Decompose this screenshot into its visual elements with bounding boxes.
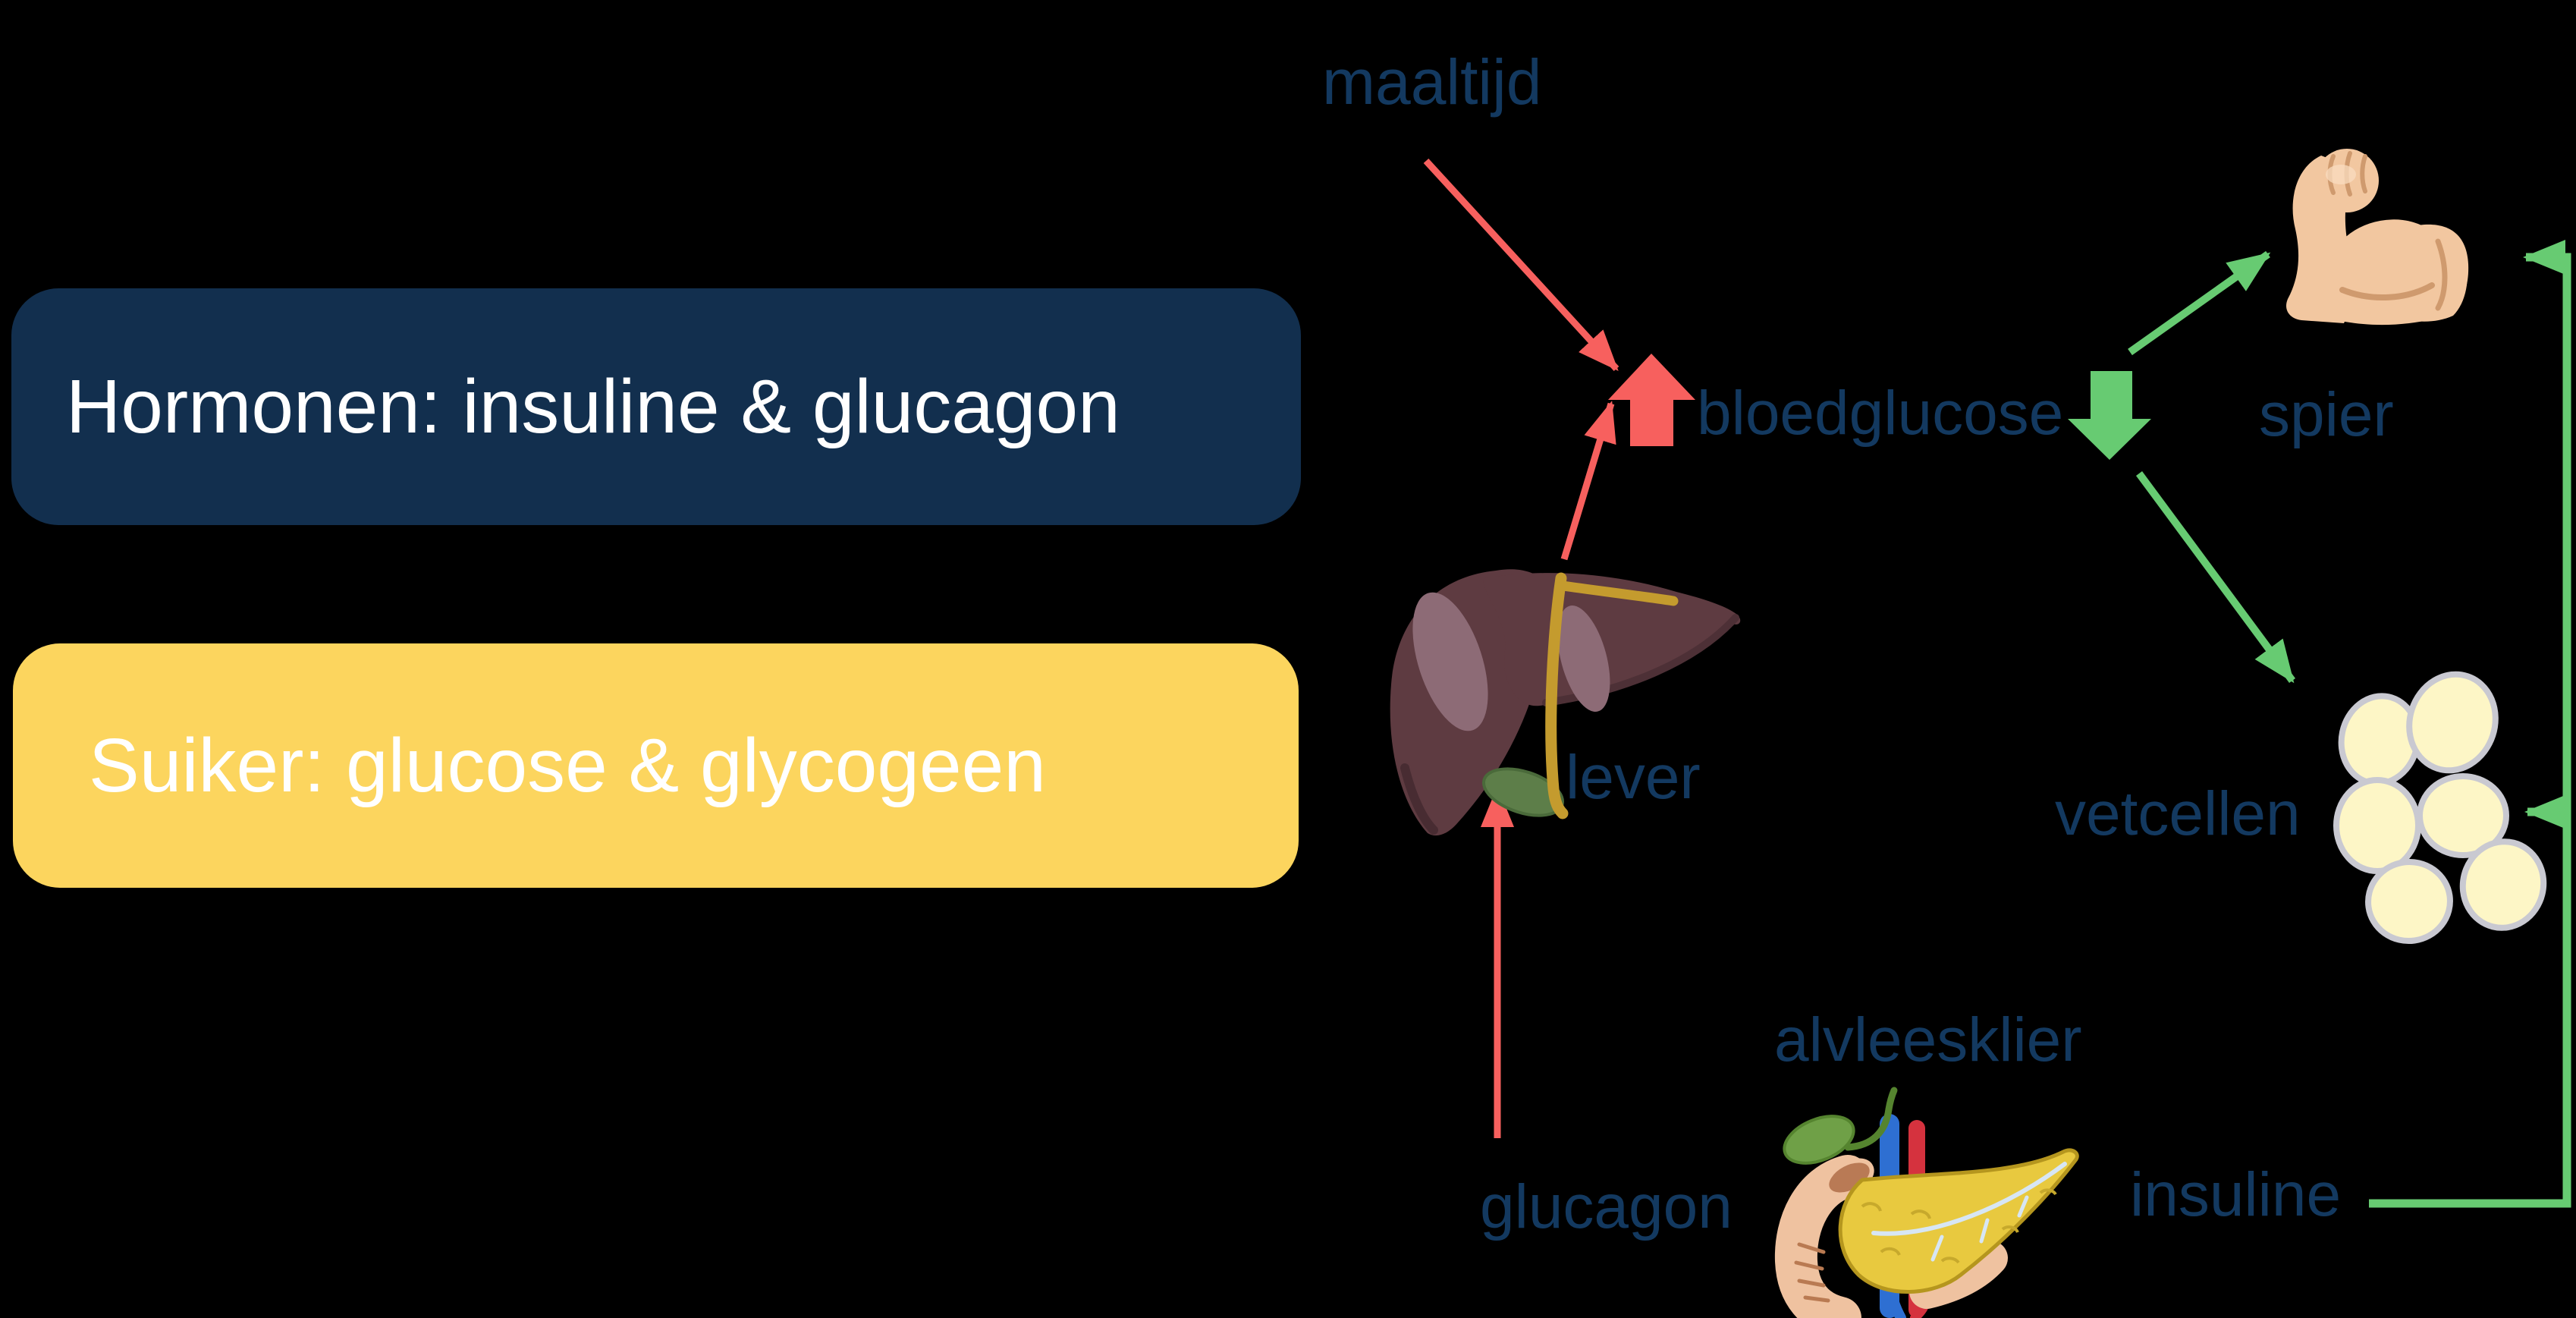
blood-glucose-label: bloedglucose	[1697, 379, 2064, 448]
pancreas-label: alvleesklier	[1774, 1005, 2082, 1074]
blood-glucose-down-arrow-icon	[2068, 371, 2151, 460]
muscle-icon	[2286, 149, 2469, 326]
bloodglucose-to-muscle-arrow	[2128, 250, 2271, 356]
fat-cells-icon	[2333, 671, 2547, 945]
hormones-legend-box: Hormonen: insuline & glucagon	[11, 288, 1301, 525]
glucagon-label: glucagon	[1480, 1172, 1733, 1241]
pancreas-icon	[1774, 1087, 2079, 1318]
liver-icon	[1390, 569, 1741, 836]
bloodglucose-to-fatcells-arrow	[2135, 471, 2296, 684]
blood-glucose-up-arrow-icon	[1608, 354, 1695, 446]
muscle-label: spier	[2259, 380, 2394, 449]
hormones-legend-label: Hormonen: insuline & glucagon	[66, 364, 1120, 449]
liver-to-bloodglucose-arrow	[1560, 401, 1616, 561]
insulin-label: insuline	[2130, 1160, 2342, 1229]
meal-to-bloodglucose-arrow	[1423, 158, 1619, 372]
insulin-feedback-line	[2369, 240, 2571, 1208]
sugar-legend-box: Suiker: glucose & glycogeen	[13, 643, 1299, 888]
sugar-legend-label: Suiker: glucose & glycogeen	[89, 723, 1046, 808]
meal-label: maaltijd	[1322, 46, 1542, 118]
fat-cells-label: vetcellen	[2055, 779, 2301, 848]
liver-label: lever	[1566, 743, 1701, 812]
